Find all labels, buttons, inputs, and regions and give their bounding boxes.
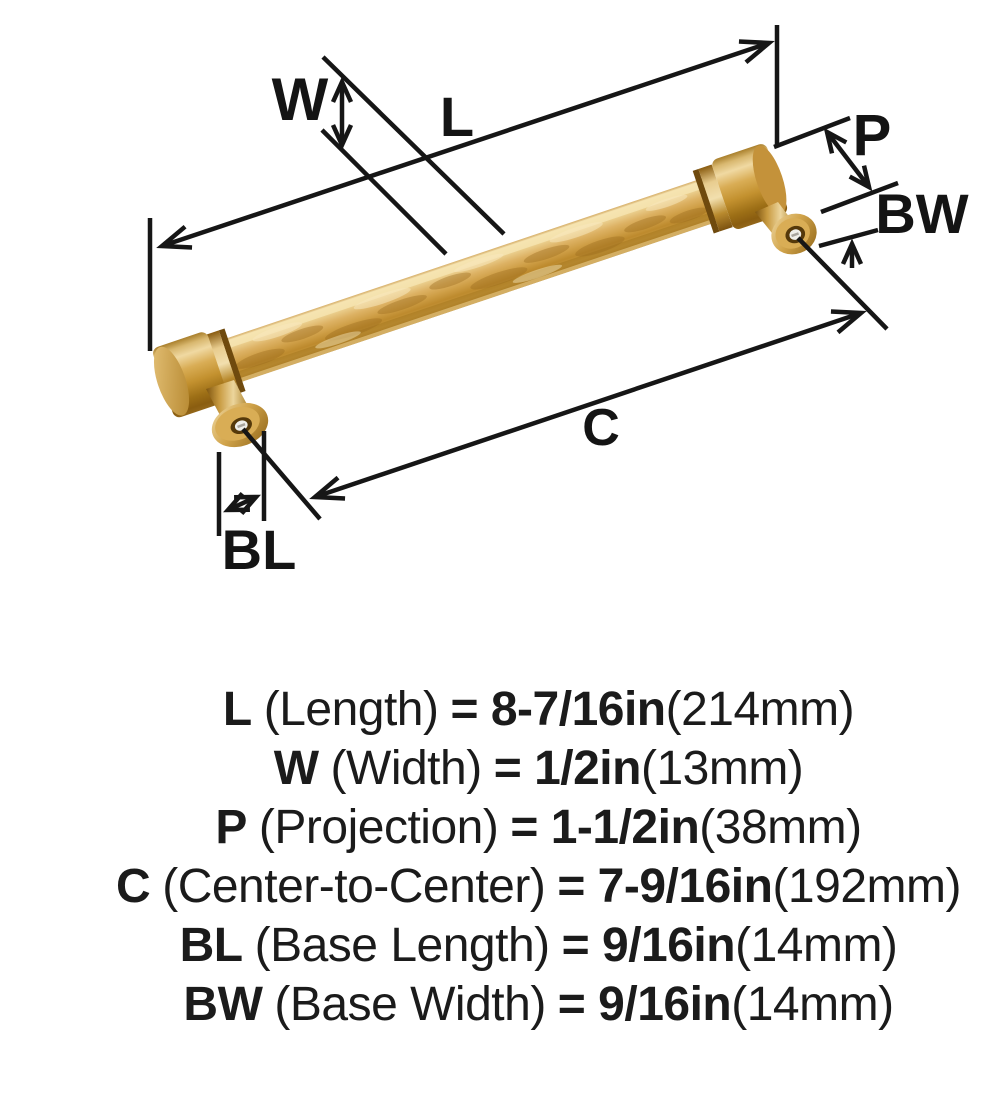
spec-name: (Center-to-Center) xyxy=(162,860,546,913)
left-post xyxy=(206,380,269,448)
c-leader-right xyxy=(796,236,889,331)
l-dimension-line xyxy=(156,39,775,250)
dimension-lines xyxy=(147,25,899,536)
spec-name: (Base Width) xyxy=(274,978,546,1031)
c-leader-left xyxy=(241,427,322,521)
spec-value: = 1/2in xyxy=(493,742,642,795)
spec-metric: (192mm) xyxy=(772,860,961,913)
spec-metric: (38mm) xyxy=(699,801,862,854)
spec-name: (Projection) xyxy=(258,801,499,854)
c-dimension-line xyxy=(309,309,867,501)
c-label: C xyxy=(582,399,620,457)
bl-label: BL xyxy=(222,518,297,581)
w-extension-upper xyxy=(321,55,506,236)
spec-row-center-to-center: C(Center-to-Center)= 7-9/16in(192mm) xyxy=(0,798,1000,913)
spec-symbol: L xyxy=(222,683,252,736)
spec-row-length: L(Length)= 8-7/16in(214mm) xyxy=(0,621,1000,736)
p-extension-top xyxy=(773,115,851,150)
spec-name: (Width) xyxy=(330,742,483,795)
spec-row-base-length: BL(Base Length)= 9/16in(14mm) xyxy=(0,857,1000,972)
spec-value: = 1-1/2in xyxy=(510,801,700,854)
spec-value: = 9/16in xyxy=(557,978,732,1031)
handle-illustration xyxy=(153,144,817,448)
left-screw-slot xyxy=(237,423,246,429)
spec-symbol: W xyxy=(273,742,319,795)
spec-metric: (14mm) xyxy=(735,919,898,972)
spec-name: (Base Length) xyxy=(254,919,551,972)
spec-symbol: BW xyxy=(183,978,263,1031)
spec-symbol: BL xyxy=(179,919,243,972)
spec-metric: (14mm) xyxy=(731,978,894,1031)
right-screw-slot xyxy=(791,232,799,238)
dimension-diagram: W L P BW C BL xyxy=(147,25,969,581)
dimension-labels: W L P BW C BL xyxy=(222,66,969,581)
spec-value: = 8-7/16in xyxy=(450,683,666,736)
left-groove xyxy=(218,328,246,393)
bw-extension-bottom xyxy=(818,227,879,249)
w-extension-lower xyxy=(320,128,448,256)
spec-row-width: W(Width)= 1/2in(13mm) xyxy=(0,680,1000,795)
l-label: L xyxy=(440,85,474,148)
spec-value: = 7-9/16in xyxy=(557,860,773,913)
p-dimension-arrow xyxy=(823,127,873,192)
bw-label: BW xyxy=(875,182,968,245)
spec-name: (Length) xyxy=(263,683,439,736)
w-label: W xyxy=(272,66,329,133)
bl-dimension-arrow xyxy=(223,491,261,516)
bw-extension-top xyxy=(820,180,899,215)
spec-symbol: P xyxy=(215,801,247,854)
dimension-specs: L(Length)= 8-7/16in(214mm) W(Width)= 1/2… xyxy=(0,621,1000,1031)
p-label: P xyxy=(853,103,892,168)
diagram-stage: W L P BW C BL L(Length)= 8-7/16in(214mm)… xyxy=(0,25,1000,1031)
spec-metric: (214mm) xyxy=(665,683,855,736)
spec-row-projection: P(Projection)= 1-1/2in(38mm) xyxy=(0,739,1000,854)
spec-value: = 9/16in xyxy=(561,919,736,972)
spec-metric: (13mm) xyxy=(640,742,804,795)
left-cap-face xyxy=(153,346,190,416)
spec-symbol: C xyxy=(116,860,151,913)
left-ring xyxy=(205,330,240,398)
